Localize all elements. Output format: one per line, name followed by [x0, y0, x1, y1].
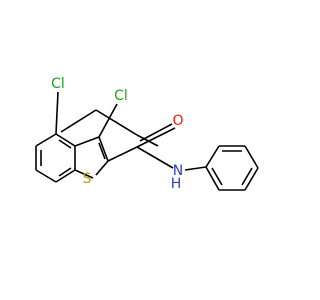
bond	[55, 133, 76, 147]
bond-to-n	[136, 146, 174, 169]
bond	[74, 169, 94, 179]
bond	[55, 169, 76, 183]
bond-to-cl	[98, 103, 118, 138]
molecule-drawing: Cl Cl S O N H	[35, 76, 259, 192]
bond-double-inner	[58, 139, 72, 149]
bond	[95, 160, 109, 176]
sulfur-atom-label: S	[83, 171, 92, 187]
bond	[184, 166, 207, 171]
atom-labels: Cl Cl S O N H	[51, 76, 183, 192]
nitrogen-atom-label: N	[173, 163, 183, 179]
bond-to-cl	[55, 91, 59, 135]
chlorine-atom-label: Cl	[51, 76, 65, 92]
bond-to-o	[136, 127, 176, 148]
bond-double-inner	[58, 167, 72, 177]
bond	[35, 133, 57, 147]
hydrogen-atom-label: H	[171, 176, 182, 192]
bond	[244, 167, 259, 191]
bond	[95, 109, 138, 136]
bond	[244, 145, 259, 169]
bond	[205, 166, 220, 191]
bond	[98, 136, 109, 162]
bonds	[35, 91, 259, 191]
bond-double-inner	[241, 167, 253, 186]
bond	[107, 146, 138, 162]
bond-double-inner	[98, 142, 106, 160]
chlorine-atom-label: Cl	[114, 88, 128, 104]
bond-to-o-double	[139, 123, 173, 142]
structure-canvas: Cl Cl S O N H	[35, 76, 259, 192]
oxygen-atom-label: O	[172, 113, 183, 129]
bond	[60, 109, 97, 133]
bond	[136, 134, 159, 147]
bond	[74, 136, 100, 147]
bond	[205, 145, 220, 168]
bond	[35, 169, 57, 183]
bond-double-inner	[211, 167, 223, 186]
